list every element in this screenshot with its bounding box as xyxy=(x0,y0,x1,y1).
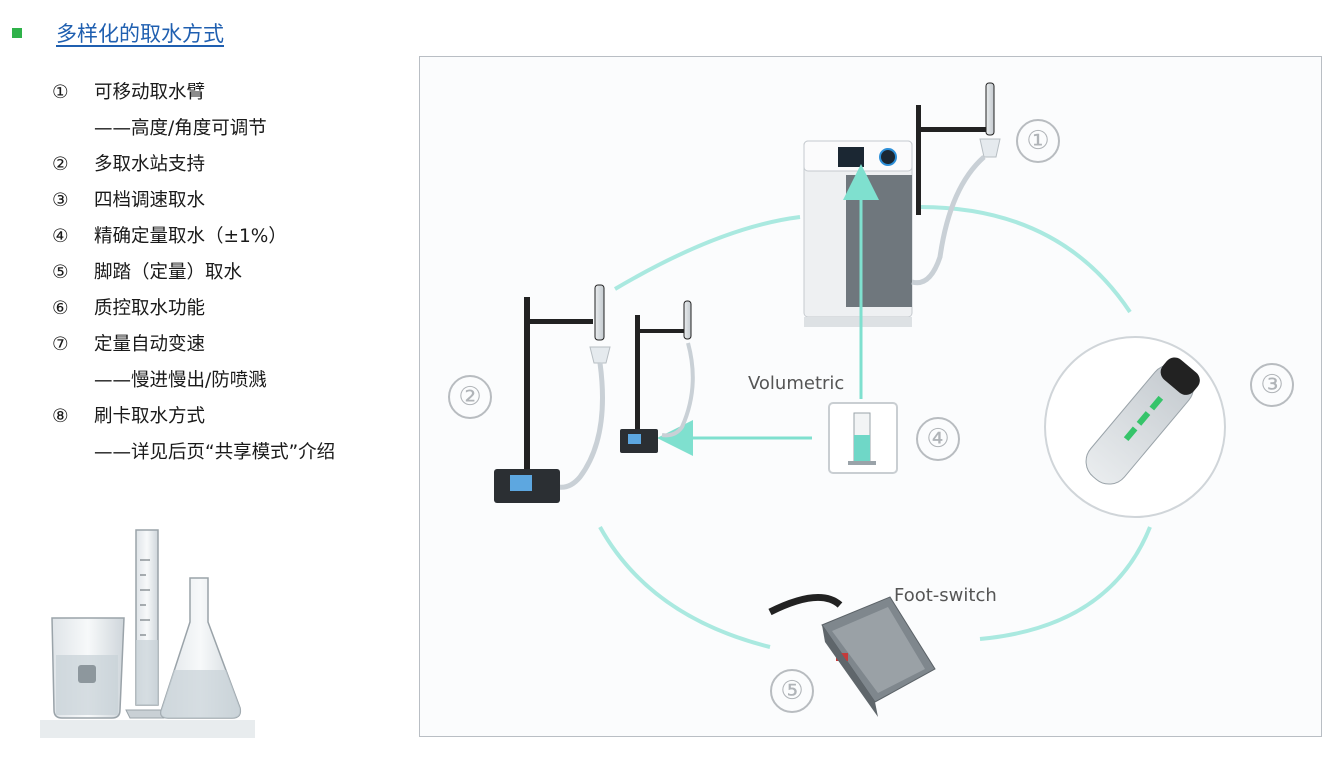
item-subtext: ——详见后页“共享模式”介绍 xyxy=(94,442,336,463)
item-number: ⑥ xyxy=(52,298,69,319)
list-item: ⑧ 刷卡取水方式 xyxy=(52,402,205,428)
marker-2: ② xyxy=(448,375,492,419)
list-item: ⑤ 脚踏（定量）取水 xyxy=(52,258,242,284)
list-item: ④ 精确定量取水（±1%） xyxy=(52,222,287,248)
item-number: ⑦ xyxy=(52,334,69,355)
list-item: ⑦ 定量自动变速 xyxy=(52,330,205,356)
item-subtext: ——高度/角度可调节 xyxy=(94,118,267,139)
item-text: 定量自动变速 xyxy=(94,334,206,355)
dispensing-station-large xyxy=(494,284,611,503)
volumetric-cylinder-icon xyxy=(828,402,898,474)
item-text: 质控取水功能 xyxy=(94,298,206,319)
item-number: ⑧ xyxy=(52,406,69,427)
list-item: ⑥ 质控取水功能 xyxy=(52,294,205,320)
main-unit xyxy=(803,82,1001,327)
item-text: 可移动取水臂 xyxy=(94,82,206,103)
item-number: ① xyxy=(52,82,69,103)
section-heading: 多样化的取水方式 xyxy=(12,18,224,48)
section-title-link[interactable]: 多样化的取水方式 xyxy=(56,22,224,46)
item-text: 四档调速取水 xyxy=(94,190,206,211)
list-item: ③ 四档调速取水 xyxy=(52,186,205,212)
foot-switch-label: Foot-switch xyxy=(894,585,997,606)
lab-glassware-image xyxy=(40,529,255,738)
marker-3: ③ xyxy=(1250,363,1294,407)
list-item: ② 多取水站支持 xyxy=(52,150,205,176)
item-number: ② xyxy=(52,154,69,175)
item-subtext: ——慢进慢出/防喷溅 xyxy=(94,370,267,391)
volumetric-label: Volumetric xyxy=(748,373,845,394)
dispensing-diagram: Volumetric Foot-switch ① ② ③ ④ ⑤ xyxy=(419,56,1322,737)
item-text: 多取水站支持 xyxy=(94,154,206,175)
item-text: 脚踏（定量）取水 xyxy=(94,262,243,283)
foot-switch-pedal xyxy=(768,593,936,717)
item-number: ③ xyxy=(52,190,69,211)
marker-1: ① xyxy=(1016,119,1060,163)
list-item: ① 可移动取水臂 xyxy=(52,78,205,104)
square-bullet-icon xyxy=(12,28,22,38)
item-text: 精确定量取水（±1%） xyxy=(94,226,287,247)
item-number: ④ xyxy=(52,226,69,247)
diagram-graphics xyxy=(494,82,1226,717)
item-text: 刷卡取水方式 xyxy=(94,406,206,427)
handset-speed-control xyxy=(1044,336,1226,518)
dispensing-station-small xyxy=(620,300,695,453)
marker-4: ④ xyxy=(916,417,960,461)
item-number: ⑤ xyxy=(52,262,69,283)
marker-5: ⑤ xyxy=(770,669,814,713)
